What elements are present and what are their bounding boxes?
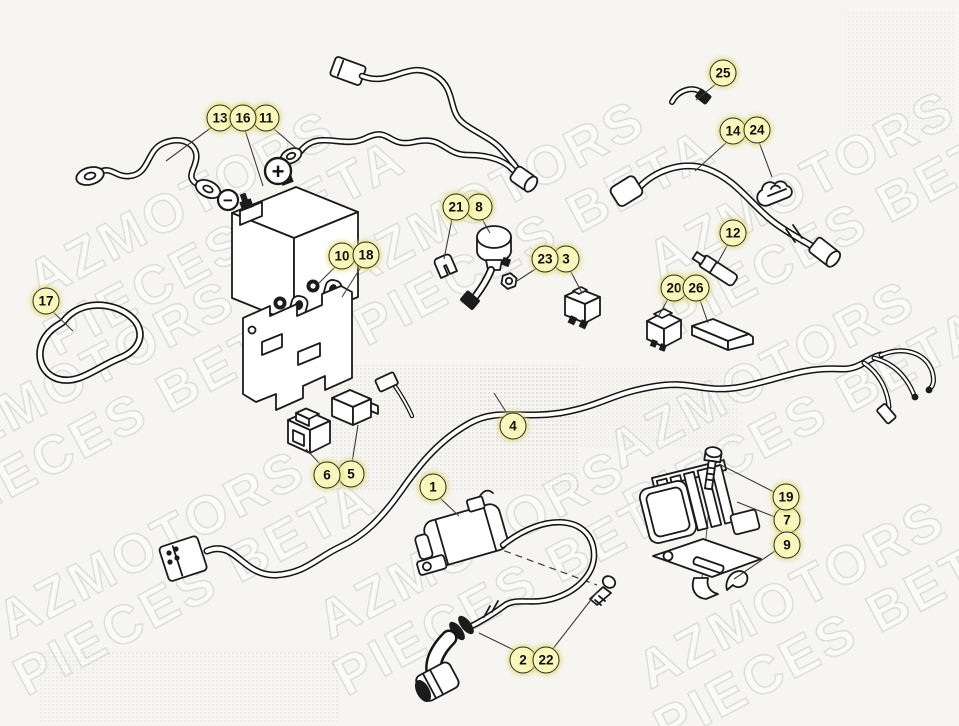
callout-26[interactable]: 26: [682, 274, 710, 302]
retaining-clip: [433, 253, 458, 279]
callout-6[interactable]: 6: [313, 461, 341, 489]
regulator-bolt: [703, 446, 723, 491]
callout-7[interactable]: 7: [773, 506, 801, 534]
callout-4[interactable]: 4: [499, 412, 527, 440]
callout-16[interactable]: 16: [229, 104, 257, 132]
relay: [564, 286, 601, 330]
cable-clamp: [756, 180, 793, 207]
callout-8[interactable]: 8: [465, 193, 493, 221]
rubber-wedge: [691, 318, 754, 351]
nut: [500, 272, 518, 290]
leader-lines: [52, 83, 776, 652]
spacer-bushings: [273, 279, 320, 310]
callout-19[interactable]: 19: [772, 483, 800, 511]
callout-24[interactable]: 24: [743, 116, 771, 144]
fuse-holder: [287, 407, 331, 454]
long-cable: [609, 162, 841, 268]
callout-22[interactable]: 22: [532, 646, 560, 674]
callout-9[interactable]: 9: [773, 531, 801, 559]
loop-cable: [36, 301, 144, 384]
starter-cable: [279, 56, 539, 193]
callout-13[interactable]: 13: [206, 104, 234, 132]
regulator-bracket: [652, 538, 762, 600]
cable-guide: [669, 86, 712, 105]
starter-relay: [646, 308, 682, 352]
callout-18[interactable]: 18: [352, 241, 380, 269]
callout-10[interactable]: 10: [328, 242, 356, 270]
callout-23[interactable]: 23: [531, 245, 559, 273]
fuse-link: [691, 251, 738, 287]
harness-connector: [158, 535, 208, 582]
ignition-coil: [414, 489, 598, 586]
callout-21[interactable]: 21: [442, 193, 470, 221]
svg-text:−: −: [223, 191, 233, 210]
halftone-texture: [40, 10, 955, 722]
ground-cable: [75, 137, 222, 199]
callout-5[interactable]: 5: [337, 460, 365, 488]
callout-14[interactable]: 14: [719, 117, 747, 145]
condenser: [460, 225, 512, 310]
battery-plus-terminal: +: [263, 156, 293, 186]
callout-17[interactable]: 17: [32, 287, 60, 315]
voltage-regulator: [638, 459, 761, 579]
spark-plug-cable: [464, 519, 598, 632]
callout-1[interactable]: 1: [419, 473, 447, 501]
callout-25[interactable]: 25: [709, 59, 737, 87]
spark-plug-cap: [414, 615, 474, 703]
battery-minus-terminal: −: [216, 188, 240, 212]
svg-text:+: +: [272, 159, 285, 184]
callout-12[interactable]: 12: [719, 219, 747, 247]
callout-11[interactable]: 11: [252, 104, 280, 132]
fuse: [331, 389, 379, 426]
battery-tray: [242, 279, 353, 411]
battery-terminal-bolt: [239, 192, 254, 211]
